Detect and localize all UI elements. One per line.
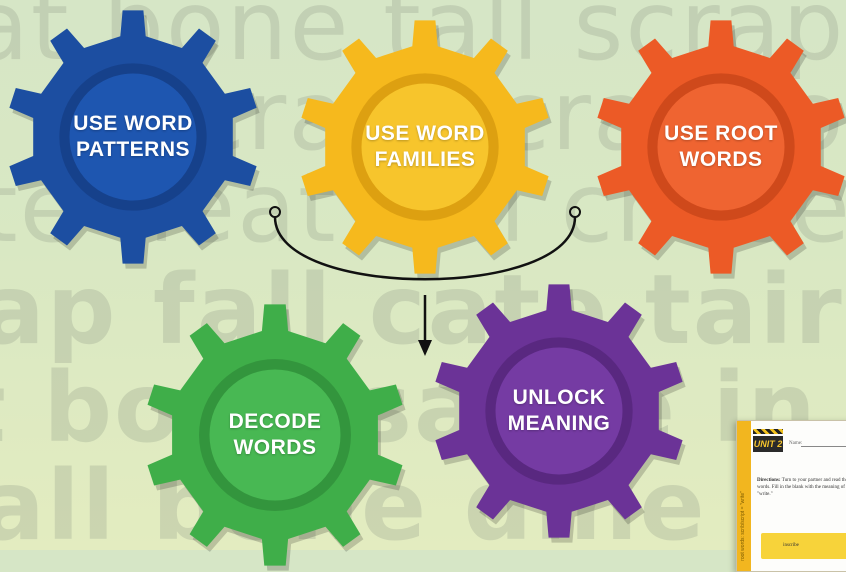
gear-hub [69, 73, 197, 201]
worksheet-unit-badge: UNIT 2 [753, 436, 783, 452]
gear-icon [9, 10, 260, 269]
gear-icon [435, 284, 686, 543]
worksheet-side-text: root words: scrib/script = "write" [740, 491, 746, 561]
worksheet-thumbnail: root words: scrib/script = "write" UNIT … [736, 420, 846, 572]
gear-label-line: FAMILIES [374, 148, 476, 171]
caution-tape-icon [753, 429, 783, 434]
gear-label-line: USE WORD [365, 122, 485, 145]
worksheet-word-box: inscribe [761, 533, 846, 559]
gear-label-line: WORDS [233, 436, 317, 459]
background-word-line: all bone dine at chap [0, 450, 846, 562]
worksheet-directions: Directions: Turn to your partner and rea… [757, 477, 846, 498]
gear-use-word-patterns: USE WORD PATTERNS [2, 6, 264, 269]
worksheet-name-label: Name: [789, 441, 803, 446]
gear-hub [209, 369, 341, 501]
gear-hub [657, 83, 785, 211]
worksheet-name-line [801, 446, 846, 447]
gear-label-line: WORDS [679, 148, 763, 171]
gear-icon [301, 20, 552, 279]
worksheet-directions-text: Turn to your partner and read the words.… [757, 478, 846, 497]
gear-icon [147, 304, 406, 571]
gear-label-line: PATTERNS [75, 138, 191, 161]
worksheet-side-strip [737, 421, 751, 571]
gear-label-line: DECODE [228, 410, 322, 433]
gear-icon [597, 20, 846, 279]
gear-label-line: UNLOCK [512, 386, 606, 409]
gear-unlock-meaning: UNLOCK MEANING [428, 280, 690, 543]
worksheet-word: inscribe [783, 543, 799, 548]
worksheet-directions-label: Directions: [757, 478, 781, 483]
gear-decode-words: DECODE WORDS [140, 300, 410, 571]
gear-hub [495, 347, 623, 475]
gear-use-root-words: USE ROOT WORDS [590, 16, 846, 279]
gear-use-word-families: USE WORD FAMILIES [294, 16, 556, 279]
gear-label-line: USE WORD [73, 112, 193, 135]
gear-hub [361, 83, 489, 211]
gear-label-line: USE ROOT [664, 122, 778, 145]
gear-label-line: MEANING [507, 412, 611, 435]
background-word-line: t bone sauce in bound [0, 352, 846, 464]
